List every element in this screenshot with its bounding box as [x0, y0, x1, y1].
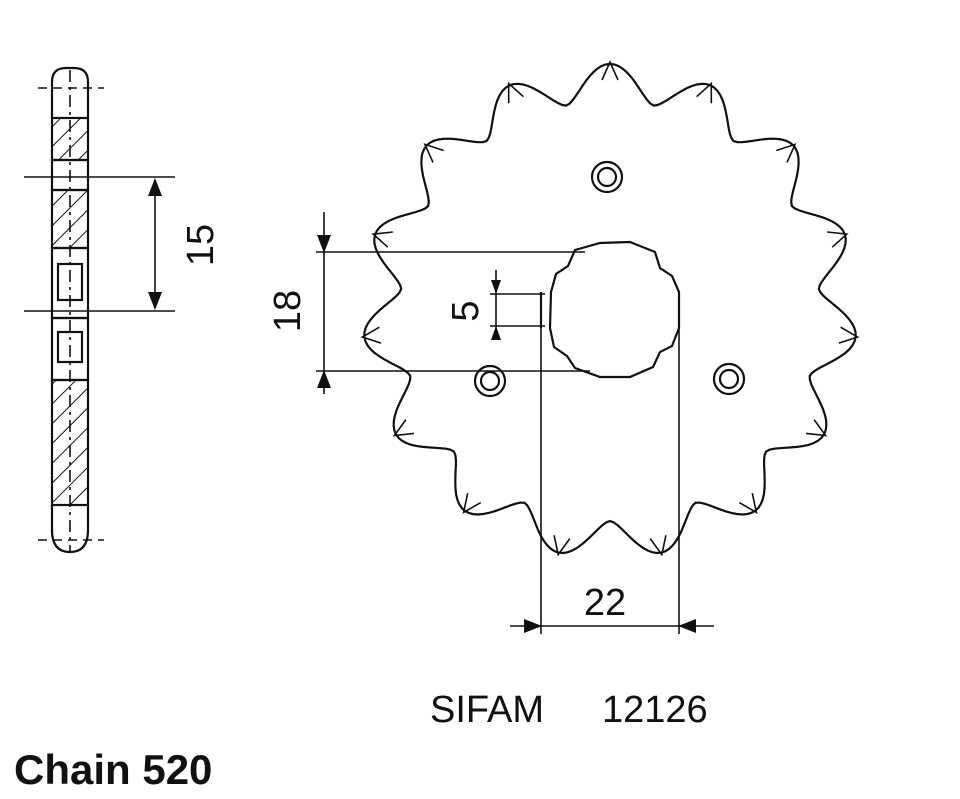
- dim-18-label: 18: [267, 290, 309, 332]
- dim-22-arrow-right: [678, 619, 696, 633]
- tooth-tip: [601, 60, 619, 81]
- sprocket-outline: [363, 62, 857, 555]
- dim-5: [490, 270, 545, 340]
- tooth-tip: [462, 493, 482, 514]
- front-view: [360, 60, 860, 557]
- dim-5-arrow-bottom: [491, 326, 501, 340]
- dim-18: [316, 212, 590, 394]
- caption-part-number: 12126: [602, 689, 708, 731]
- dim-18-arrow-top: [317, 235, 331, 253]
- side-view: [24, 66, 175, 554]
- bolt-hole-top: [590, 160, 624, 194]
- bolt-hole-right: [712, 362, 746, 396]
- chain-label: Chain 520: [14, 746, 212, 793]
- tooth-tip: [827, 231, 849, 248]
- tooth-tip: [776, 143, 797, 163]
- tooth-tip: [553, 535, 571, 557]
- tooth-tip: [507, 81, 524, 104]
- splined-bore: [548, 240, 681, 379]
- dim-5-arrow-top: [491, 280, 501, 294]
- tooth-tip: [371, 231, 393, 248]
- tooth-tip: [696, 81, 713, 104]
- dim-5-label: 5: [445, 300, 487, 321]
- tooth-tip: [806, 419, 828, 437]
- dim-15-arrow-top: [148, 178, 162, 196]
- caption-brand: SIFAM: [430, 689, 544, 731]
- tooth-tip: [738, 493, 758, 514]
- tooth-tips: [360, 60, 860, 557]
- dim-22: [510, 328, 714, 634]
- dim-18-arrow-bottom: [317, 370, 331, 388]
- tooth-tip: [649, 535, 667, 557]
- side-view-tip-top: [50, 66, 90, 118]
- dim-15-arrow-bottom: [148, 292, 162, 310]
- bolt-hole-left: [473, 364, 507, 398]
- tooth-tip: [392, 419, 414, 437]
- dim-22-label: 22: [584, 582, 626, 624]
- tooth-tip: [838, 326, 860, 344]
- dim-15-label: 15: [180, 224, 222, 266]
- tooth-tip: [360, 326, 382, 344]
- tooth-tip: [423, 143, 444, 163]
- dim-22-arrow-left: [524, 619, 542, 633]
